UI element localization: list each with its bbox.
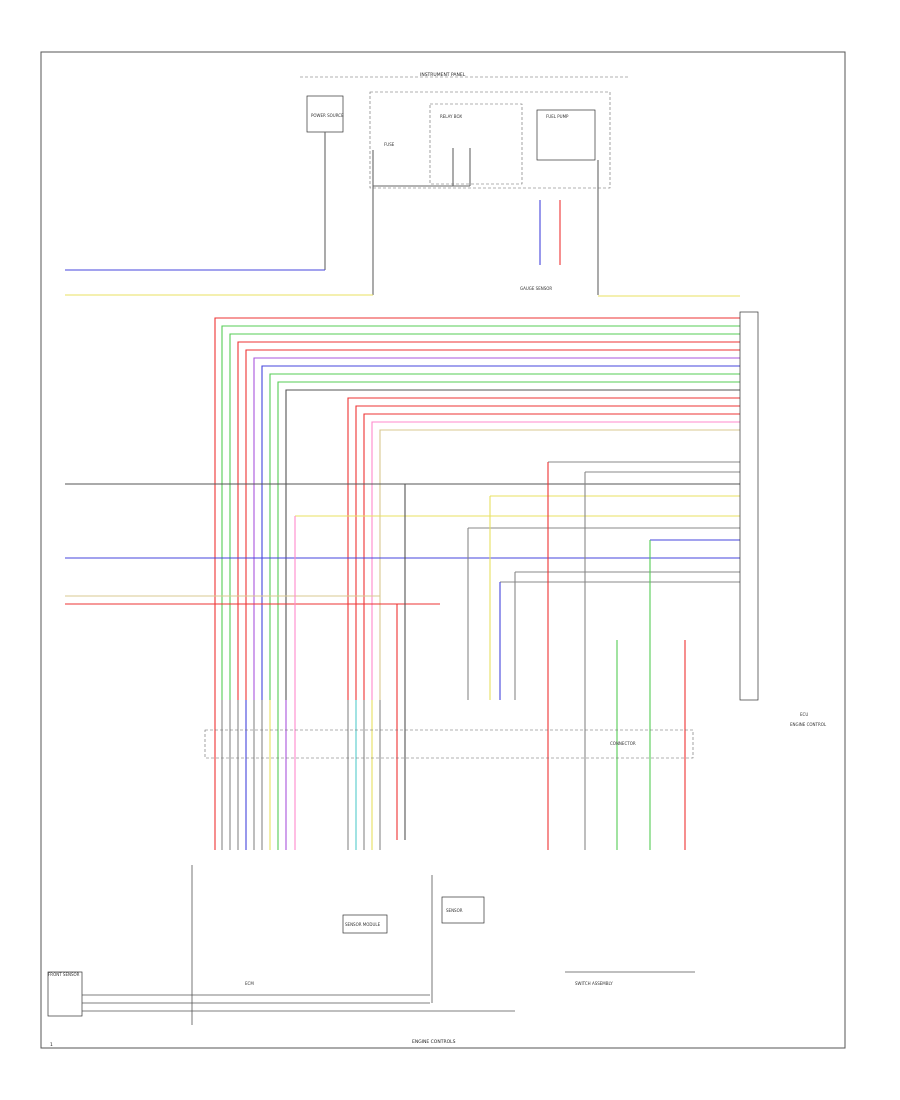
corner-mark: 1 [50, 1042, 53, 1048]
wire [221, 325, 740, 700]
lower-wires [294, 462, 686, 850]
wire [229, 333, 740, 700]
wire [363, 413, 740, 700]
ecu-connector [739, 311, 759, 701]
fuel-pump-box [536, 109, 596, 161]
wire [245, 349, 740, 700]
footer-title: ENGINE CONTROLS [412, 1039, 456, 1045]
connector-rail-label: CONNECTOR [610, 741, 636, 746]
left-bundle [214, 700, 296, 850]
diagram-border [40, 51, 846, 1049]
data-link-label: SENSOR [446, 908, 463, 913]
middle-bundle [347, 700, 381, 850]
sensor-module-box [342, 914, 388, 934]
wire [277, 381, 740, 700]
relay-box-inner [429, 103, 523, 185]
wire [355, 405, 740, 700]
top-area-label: INSTRUMENT PANEL [420, 72, 466, 78]
relay-box-label: RELAY BOX [440, 114, 462, 119]
front-sensor-box [47, 971, 83, 1017]
wire [269, 373, 740, 700]
ecm-label: ECM [245, 981, 254, 986]
wire [237, 341, 740, 700]
data-link-box [441, 896, 485, 924]
wire [253, 357, 740, 700]
ecu-sub-label: ENGINE CONTROL [790, 722, 827, 727]
sensor-module-label: SENSOR MODULE [345, 922, 381, 927]
fuse-label: FUSE [384, 142, 395, 147]
front-sensor-label: FRONT SENSOR [48, 972, 80, 977]
connector-rail [204, 729, 694, 759]
wire [285, 389, 740, 700]
signal-bus [214, 317, 740, 700]
fuel-pump-label: FUEL PUMP [546, 114, 569, 119]
relay-box [369, 91, 611, 189]
gauge-sensor-label: GAUGE SENSOR [520, 286, 552, 291]
wire [347, 397, 740, 700]
wire [261, 365, 740, 700]
wire [214, 317, 740, 700]
power-source-label: POWER SOURCE [311, 113, 344, 118]
ecu-label: ECU [800, 712, 808, 717]
wire [379, 429, 740, 700]
switch-group-label: SWITCH ASSEMBLY [575, 981, 613, 986]
wire [371, 421, 740, 700]
right-wire-stubs [468, 461, 740, 583]
